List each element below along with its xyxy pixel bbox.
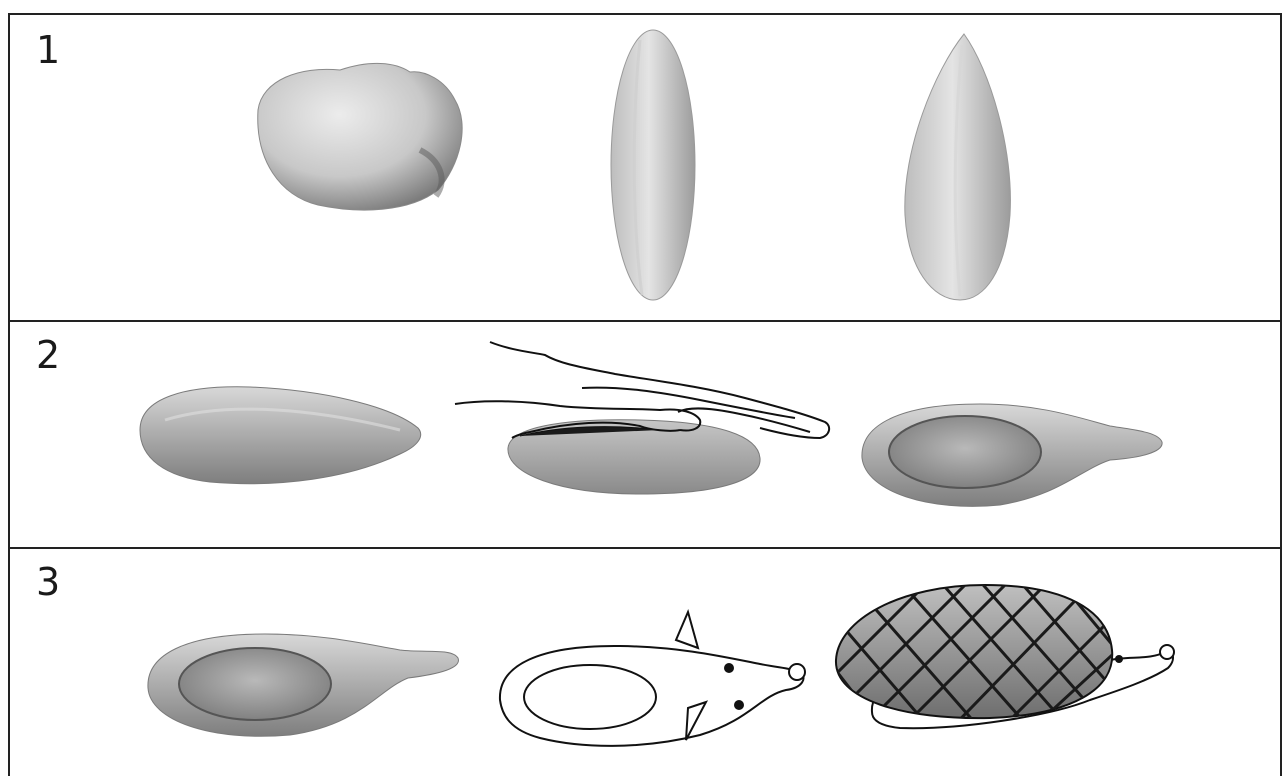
hedgehog-finished bbox=[820, 570, 1174, 740]
pointed-seed bbox=[905, 34, 1011, 300]
seed-lying bbox=[140, 387, 421, 484]
round-seed bbox=[258, 63, 462, 210]
hedgehog-outline bbox=[500, 612, 805, 746]
pressing-hand bbox=[455, 342, 829, 494]
hedgehog-base bbox=[148, 634, 459, 736]
flattened-dish bbox=[862, 404, 1162, 506]
long-seed bbox=[611, 30, 695, 300]
